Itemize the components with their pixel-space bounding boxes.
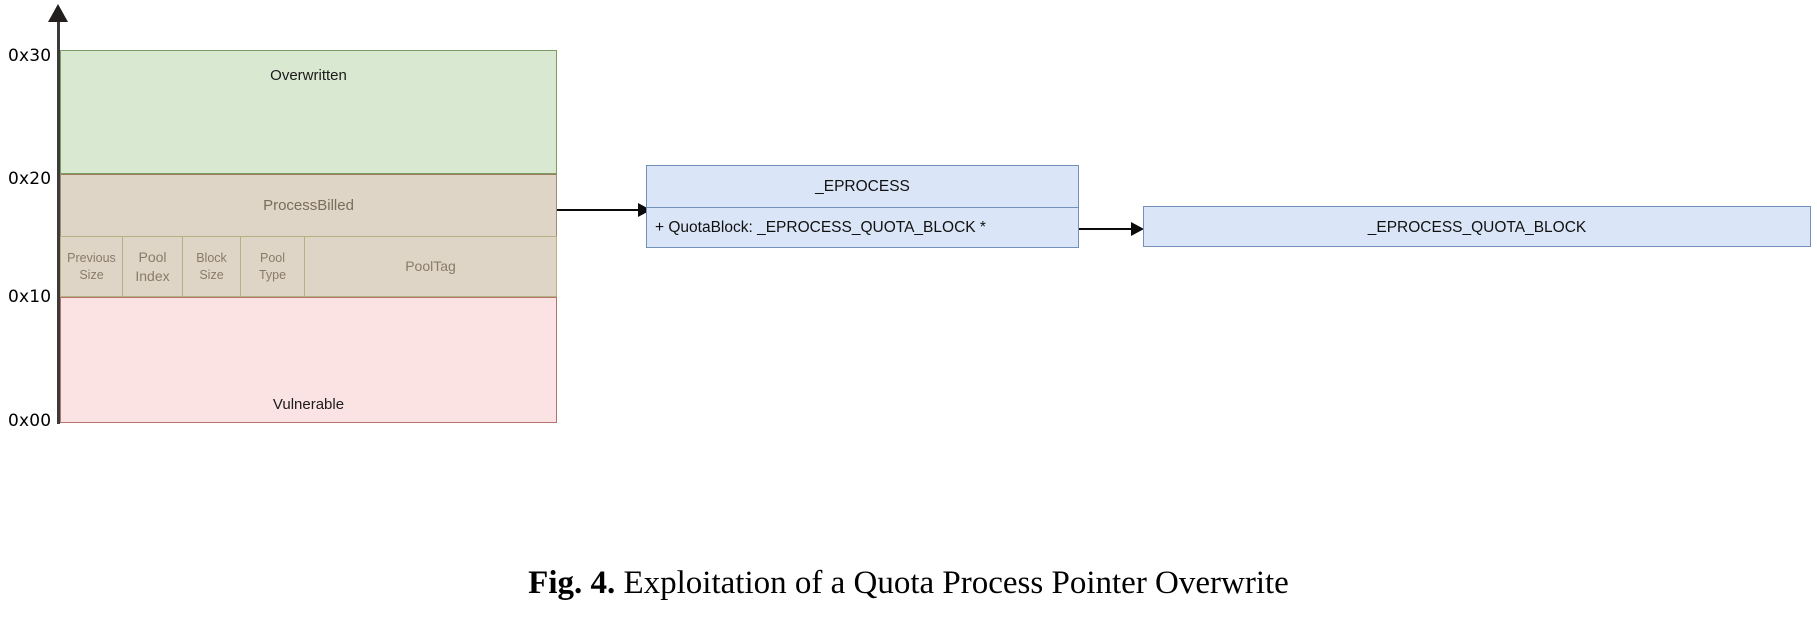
figure-caption-label: Fig. 4. [528,565,616,601]
field-line-1: Pool [259,250,286,265]
axis-tick-0x10: 0x10 [8,287,52,307]
field-line-2: Size [199,267,224,282]
field-line-2: Size [79,267,104,282]
memory-segment-pool-header: Previous Size Pool Index Block Size Pool… [60,236,557,297]
figure-caption-text: Exploitation of a Quota Process Pointer … [623,565,1289,601]
uml-box-eprocess: _EPROCESS + QuotaBlock: _EPROCESS_QUOTA_… [646,165,1079,248]
field-line-2: Index [135,267,170,284]
pool-header-field-pool-tag: PoolTag [305,237,556,296]
uml-eprocess-member-quotablock: + QuotaBlock: _EPROCESS_QUOTA_BLOCK * [647,207,1078,248]
pool-header-field-pool-type: Pool Type [241,237,305,296]
y-axis-line [57,14,60,424]
pool-header-field-block-size: Block Size [183,237,241,296]
arrow-quotablock-to-quota-struct-shaft [1079,228,1134,230]
arrow-quotablock-to-quota-struct-head-icon [1131,222,1144,236]
segment-label-overwritten: Overwritten [270,67,347,84]
y-axis-arrow-icon [48,4,68,22]
axis-tick-0x30: 0x30 [8,46,52,66]
axis-tick-0x20: 0x20 [8,169,52,189]
field-line-1: Pool [138,248,167,265]
axis-tick-0x00: 0x00 [8,411,52,431]
uml-eprocess-title: _EPROCESS [815,177,910,195]
field-line-2: Type [258,267,287,282]
memory-segment-vulnerable: Vulnerable [60,297,557,423]
figure-caption: Fig. 4. Exploitation of a Quota Process … [0,565,1817,602]
arrow-processbilled-to-eprocess-shaft [557,209,642,211]
pool-header-field-previous-size: Previous Size [61,237,123,296]
field-line-1: Block [196,250,227,265]
uml-box-eprocess-quota-block: _EPROCESS_QUOTA_BLOCK [1143,206,1811,247]
segment-label-process-billed: ProcessBilled [263,197,354,214]
segment-label-vulnerable: Vulnerable [272,396,345,413]
uml-quota-block-title: _EPROCESS_QUOTA_BLOCK [1367,218,1587,236]
pool-header-field-pool-index: Pool Index [123,237,183,296]
field-line-1: Previous [67,250,116,265]
field-line-1: PoolTag [405,258,456,275]
memory-segment-overwritten: Overwritten [60,50,557,174]
memory-segment-process-billed: ProcessBilled [60,174,557,236]
